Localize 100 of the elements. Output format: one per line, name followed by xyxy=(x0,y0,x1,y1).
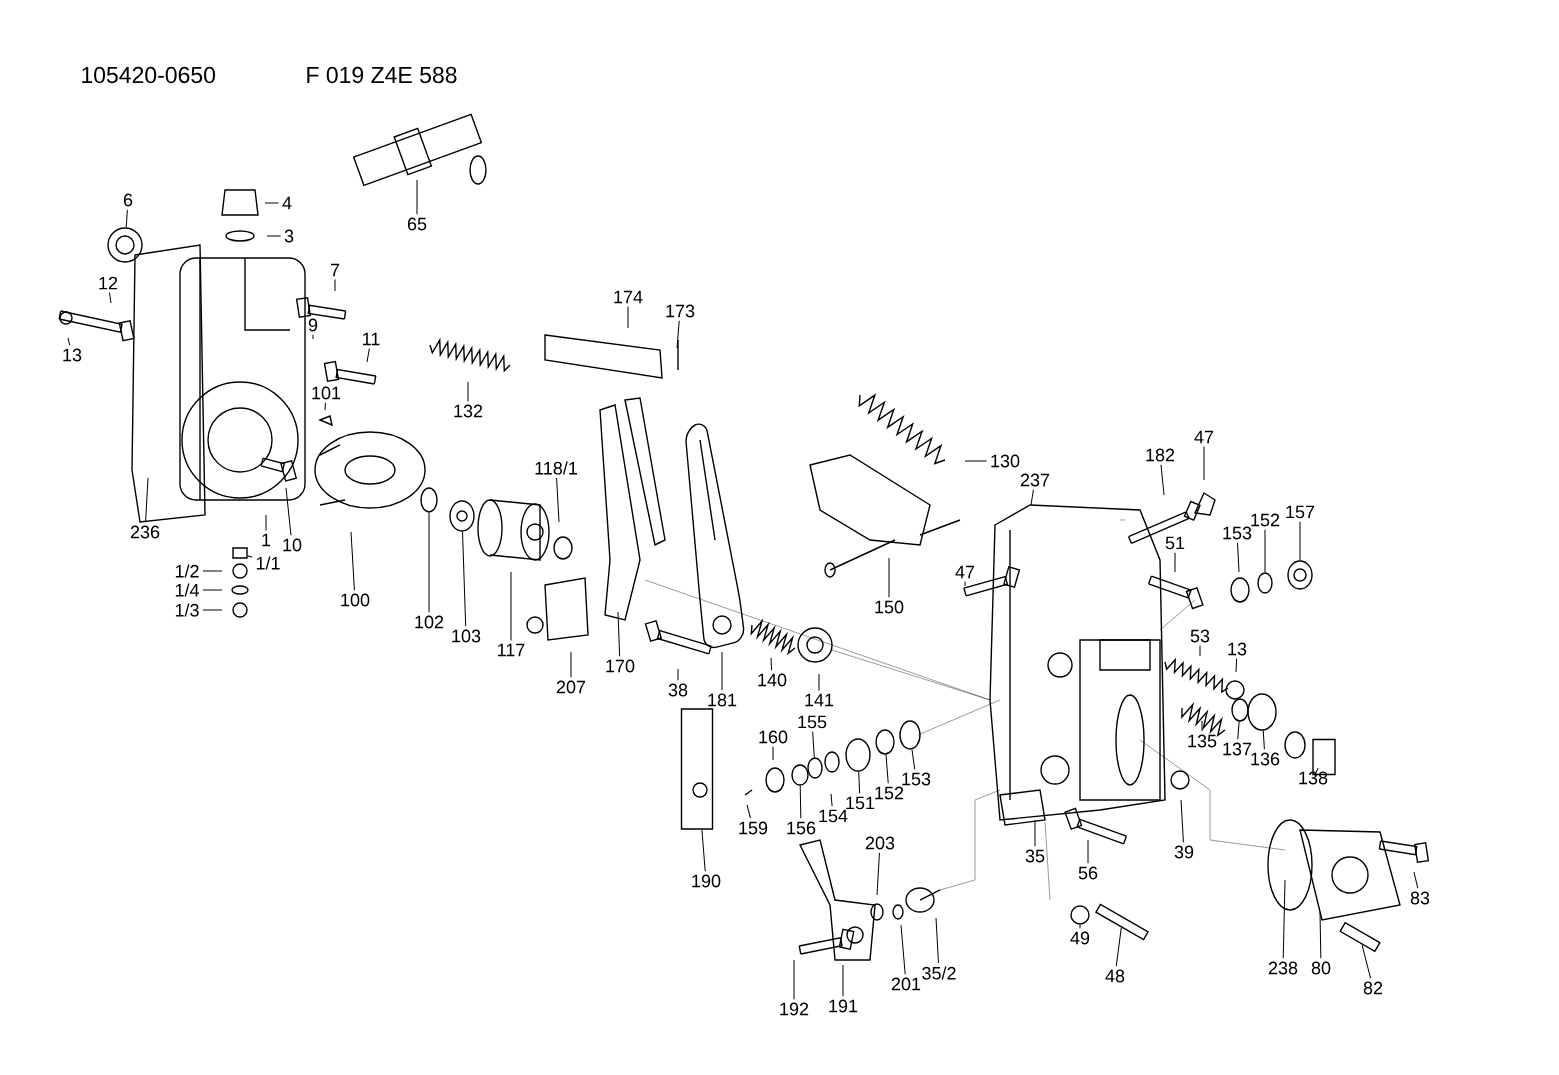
callout-number: 117 xyxy=(498,643,525,657)
nut xyxy=(1070,905,1090,925)
leader-line xyxy=(799,785,802,819)
callout-number: 11 xyxy=(363,332,380,346)
callout-number: 56 xyxy=(1078,866,1098,880)
callout-number: 150 xyxy=(875,600,904,614)
callout-number: 153 xyxy=(902,772,931,786)
callout-number: 174 xyxy=(614,290,643,304)
leader-line xyxy=(772,746,774,761)
callout-number: 152 xyxy=(875,786,904,800)
callout-number: 10 xyxy=(283,538,302,552)
leader-line xyxy=(125,209,128,228)
leader-line xyxy=(1030,489,1034,506)
washer xyxy=(791,764,809,786)
leader-line xyxy=(746,804,751,819)
washer xyxy=(420,487,438,513)
callout-number: 201 xyxy=(891,977,921,991)
callout-number: 53 xyxy=(1190,629,1210,643)
leader-line xyxy=(842,964,844,997)
callout-number: 159 xyxy=(739,821,768,835)
leader-line xyxy=(1313,767,1319,776)
callout-number: 192 xyxy=(780,1002,809,1016)
leader-line xyxy=(770,657,773,671)
callout-number: 137 xyxy=(1223,742,1252,756)
leader-line xyxy=(334,279,336,292)
leader-line xyxy=(885,754,889,784)
callout-number: 48 xyxy=(1105,969,1125,983)
callout-number: 132 xyxy=(454,404,483,418)
leader-line xyxy=(818,673,820,691)
leader-line xyxy=(285,487,292,536)
leader-line xyxy=(964,460,988,462)
leader-line xyxy=(366,348,370,363)
nut xyxy=(107,227,143,263)
leader-line xyxy=(202,609,223,611)
leader-line xyxy=(467,381,469,402)
leader-line xyxy=(1361,944,1371,979)
callout-number: 181 xyxy=(708,693,737,707)
callout-number: 47 xyxy=(955,565,975,579)
callout-number: 182 xyxy=(1146,448,1175,462)
callout-number: 170 xyxy=(606,659,635,673)
leader-line xyxy=(265,514,267,531)
callout-number: 1/1 xyxy=(256,556,280,570)
bolt xyxy=(1339,921,1381,953)
circlip xyxy=(899,720,921,750)
leader-line xyxy=(1034,819,1036,847)
callout-number: 207 xyxy=(556,680,586,694)
callout-number: 1/4 xyxy=(175,583,199,597)
leader-line xyxy=(1087,839,1089,864)
leader-line xyxy=(1413,871,1419,889)
callout-number: 156 xyxy=(787,821,816,835)
callout-number: 103 xyxy=(452,629,481,643)
leader-line xyxy=(876,852,880,896)
leader-line xyxy=(1235,658,1238,673)
callout-number: 12 xyxy=(99,276,118,290)
washer xyxy=(1231,698,1249,722)
nut xyxy=(1247,693,1277,731)
leader-line xyxy=(830,793,833,807)
sleeve xyxy=(845,738,871,772)
leader-line xyxy=(617,611,621,657)
leader-line xyxy=(676,320,680,349)
callout-number: 39 xyxy=(1174,845,1194,859)
leader-line xyxy=(1282,879,1286,959)
callout-number: 155 xyxy=(798,715,827,729)
ring xyxy=(807,757,823,779)
leader-line xyxy=(935,917,939,964)
leader-line xyxy=(108,292,112,304)
callout-number: 82 xyxy=(1363,981,1383,995)
callout-number: 35 xyxy=(1025,849,1045,863)
lever xyxy=(680,708,714,830)
leader-line xyxy=(1237,721,1240,740)
callout-number: 3 xyxy=(284,229,294,243)
leader-line xyxy=(911,748,916,770)
part-number: F 019 Z4E 588 xyxy=(307,66,457,84)
leader-line xyxy=(964,581,966,587)
leader-line xyxy=(350,531,355,591)
callout-number: 49 xyxy=(1070,931,1090,945)
leader-line xyxy=(701,829,706,872)
leader-line xyxy=(1079,924,1081,929)
callout-number: 140 xyxy=(758,673,787,687)
callout-number: 51 xyxy=(1165,536,1185,550)
leader-line xyxy=(793,959,795,1000)
leader-line xyxy=(462,531,467,627)
leader-line xyxy=(266,235,282,237)
callout-number: 1 xyxy=(262,533,271,547)
callout-number: 191 xyxy=(829,999,858,1013)
callout-number: 83 xyxy=(1410,891,1430,905)
plug xyxy=(1287,560,1313,590)
callout-number: 151 xyxy=(846,796,875,810)
leader-line xyxy=(416,179,418,215)
callout-number: 35/2 xyxy=(922,966,956,980)
callout-number: 236 xyxy=(130,525,160,539)
callout-number: 47 xyxy=(1194,430,1214,444)
callout-number: 80 xyxy=(1311,961,1331,975)
callout-number: 4 xyxy=(282,196,292,210)
callout-number: 102 xyxy=(415,615,444,629)
leader-line xyxy=(1262,730,1265,750)
callout-number: 118/1 xyxy=(535,461,577,475)
leader-line xyxy=(888,557,890,598)
callout-number: 190 xyxy=(692,874,721,888)
callout-number: 237 xyxy=(1020,473,1050,487)
